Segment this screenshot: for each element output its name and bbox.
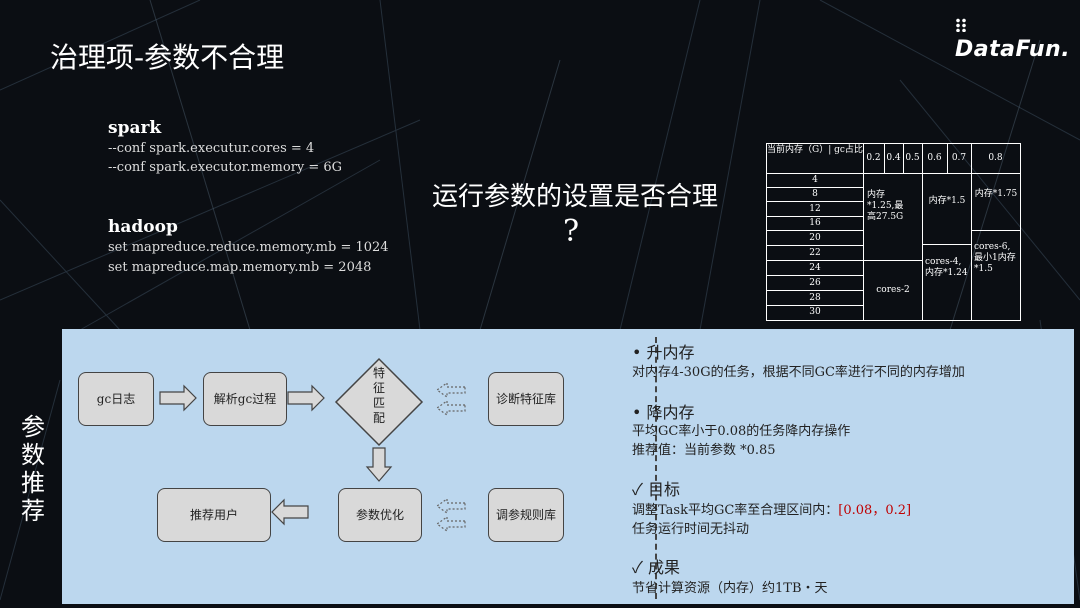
table-col-header: 0.5: [905, 153, 920, 163]
table-col-header: 0.8: [988, 153, 1003, 163]
table-cell-mem-175: 内存*1.75: [974, 189, 1018, 199]
recommend-user-box: 推荐用户: [157, 488, 271, 542]
section-result-body: 节省计算资源（内存）约1TB・天: [632, 581, 828, 596]
parse-gc-box: 解析gc过程: [203, 372, 287, 426]
side-label: 参数推荐: [21, 413, 45, 525]
hadoop-line-1: set mapreduce.reduce.memory.mb = 1024: [108, 240, 389, 255]
table-col-header: 0.7: [951, 153, 967, 163]
table-row-label: 24: [809, 263, 821, 273]
hadoop-heading: hadoop: [108, 217, 178, 237]
table-row-label: 4: [812, 175, 818, 185]
feature-match-label: 特征匹配: [372, 366, 385, 425]
question-text: 运行参数的设置是否合理: [432, 182, 719, 212]
table-cell-cores-6: cores-6,最小1内存*1.5: [974, 242, 1016, 274]
table-row-label: 16: [809, 218, 821, 228]
flow-arrows: [159, 381, 466, 533]
recommendation-panel: gc日志 解析gc过程 诊断特征库 参数优化 推荐用户 调参规则库 特征匹配 •…: [62, 329, 1074, 604]
feature-match-diamond: [334, 357, 424, 447]
section-decrease-body-2: 推荐值：当前参数 *0.85: [632, 443, 776, 458]
section-goal-title: ✓ 目标: [632, 480, 681, 499]
section-increase-body: 对内存4-30G的任务，根据不同GC率进行不同的内存增加: [632, 365, 965, 380]
section-increase-title: • 升内存: [632, 343, 695, 362]
section-goal-body-1: 调整Task平均GC率至合理区间内：[0.08，0.2]: [632, 503, 912, 518]
gc-ratio-table: 当前内存（G）| gc占比 0.2 0.4 0.5 0.6 0.7 0.8 4 …: [766, 143, 1021, 321]
table-cell-cores-4: cores-4, 内存*1.24: [925, 257, 968, 278]
gc-log-box: gc日志: [78, 372, 154, 426]
arrow-right-icon: [287, 384, 325, 412]
param-opt-box: 参数优化: [338, 488, 422, 542]
table-row-label: 8: [812, 189, 818, 199]
table-corner-header: 当前内存（G）| gc占比: [767, 145, 863, 155]
spark-line-1: --conf spark.executur.cores = 4: [108, 141, 315, 156]
hadoop-line-2: set mapreduce.map.memory.mb = 2048: [108, 260, 372, 275]
spark-heading: spark: [108, 118, 162, 138]
table-cell-mem-15: 内存*1.5: [928, 196, 966, 206]
datafun-logo: DataFun.: [955, 12, 1080, 62]
arrow-right-icon: [159, 384, 197, 412]
question-mark: ?: [563, 214, 580, 249]
table-row-label: 30: [809, 307, 821, 317]
table-row-label: 28: [809, 293, 821, 303]
page-title: 治理项-参数不合理: [50, 41, 285, 74]
panel-divider: [655, 337, 657, 599]
section-decrease-body-1: 平均GC率小于0.08的任务降内存操作: [632, 424, 851, 439]
table-row-label: 12: [809, 204, 821, 214]
table-col-header: 0.4: [886, 153, 901, 163]
section-decrease-title: • 降内存: [632, 403, 695, 422]
table-row-label: 26: [809, 278, 821, 288]
arrow-left-icon: [271, 498, 309, 526]
diag-feature-lib-box: 诊断特征库: [488, 372, 564, 426]
spark-line-2: --conf spark.executor.memory = 6G: [108, 160, 343, 175]
section-goal-body-2: 任务运行时间无抖动: [632, 522, 750, 537]
gc-range: [0.08，0.2]: [838, 503, 912, 518]
table-col-header: 0.6: [927, 153, 942, 163]
table-row-label: 22: [809, 248, 821, 258]
table-row-label: 20: [809, 233, 821, 243]
arrow-down-icon: [365, 447, 393, 482]
tune-rule-lib-box: 调参规则库: [488, 488, 564, 542]
table-col-header: 0.2: [866, 153, 881, 163]
table-cell-mem-125: 内存*1.25,最高27.5G: [867, 190, 904, 222]
table-cell-cores-2: cores-2: [876, 285, 910, 295]
section-result-title: ✓ 成果: [632, 558, 681, 577]
